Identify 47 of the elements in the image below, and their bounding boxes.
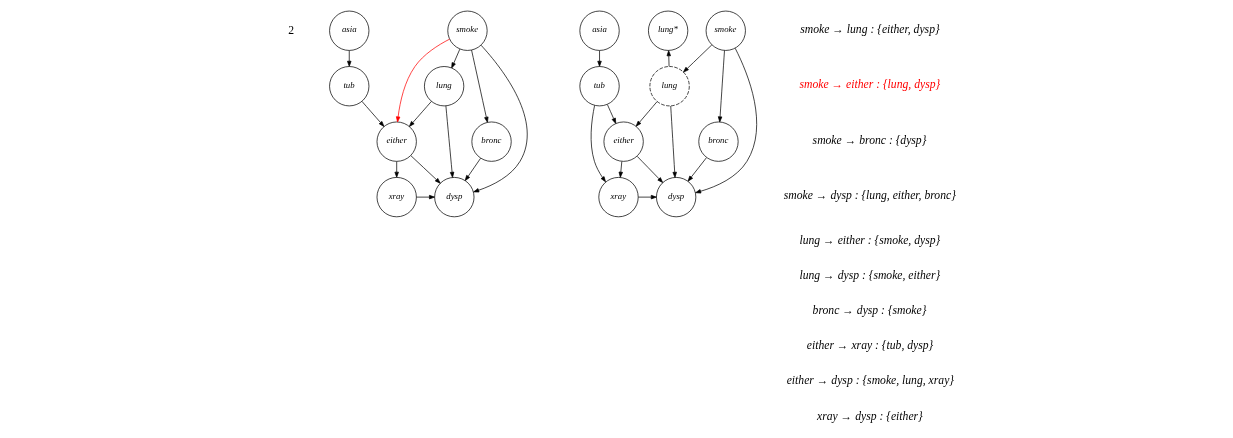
arrow xyxy=(416,194,435,200)
arrow xyxy=(683,44,713,73)
node-circle: bronc xyxy=(698,121,739,162)
arrow xyxy=(361,101,385,127)
label: smoke → either : {lung, dysp} xyxy=(799,78,941,92)
arrow xyxy=(607,104,617,124)
arrow xyxy=(666,50,671,67)
node-circle: asia xyxy=(579,10,620,51)
label: smoke → lung : {either, dysp} xyxy=(800,22,940,36)
arrow xyxy=(451,48,461,69)
arrow xyxy=(636,155,664,183)
arrow xyxy=(687,157,707,182)
label: 2 xyxy=(288,23,295,37)
node-circle: bronc xyxy=(471,121,512,162)
node-circle: xray xyxy=(376,177,417,218)
arrow xyxy=(394,161,399,178)
arrow xyxy=(473,44,528,193)
label: lung → dysp : {smoke, either} xyxy=(799,269,941,283)
label: xray → dysp : {either} xyxy=(816,409,923,423)
arrow xyxy=(670,105,677,178)
label: bronc → dysp : {smoke} xyxy=(812,304,927,318)
arrow xyxy=(635,101,658,127)
arrow xyxy=(396,38,450,123)
node-circle: lung* xyxy=(648,10,689,51)
arrow xyxy=(590,105,606,183)
arrow xyxy=(409,101,432,127)
arrow xyxy=(637,194,657,200)
arrow xyxy=(471,49,489,123)
node-circle: smoke xyxy=(705,10,746,51)
arrow xyxy=(445,105,455,178)
node-circle: tub xyxy=(579,66,620,107)
arrow xyxy=(347,50,352,67)
node-circle: smoke xyxy=(447,10,488,51)
node-circle: tub xyxy=(329,66,370,107)
arrow xyxy=(597,50,602,67)
arrow xyxy=(410,155,441,184)
label: either → xray : {tub, dysp} xyxy=(806,339,934,353)
label: lung → either : {smoke, dysp} xyxy=(799,234,941,248)
label: smoke → bronc : {dysp} xyxy=(812,133,927,147)
arrow xyxy=(717,50,725,123)
arrow xyxy=(618,161,623,178)
node-circle: asia xyxy=(329,10,370,51)
arrow xyxy=(695,47,758,194)
label: smoke → dysp : {lung, either, bronc} xyxy=(783,189,956,203)
label: either → dysp : {smoke, lung, xray} xyxy=(786,374,954,388)
arrow xyxy=(464,157,481,181)
node-circle: lung xyxy=(424,66,465,107)
